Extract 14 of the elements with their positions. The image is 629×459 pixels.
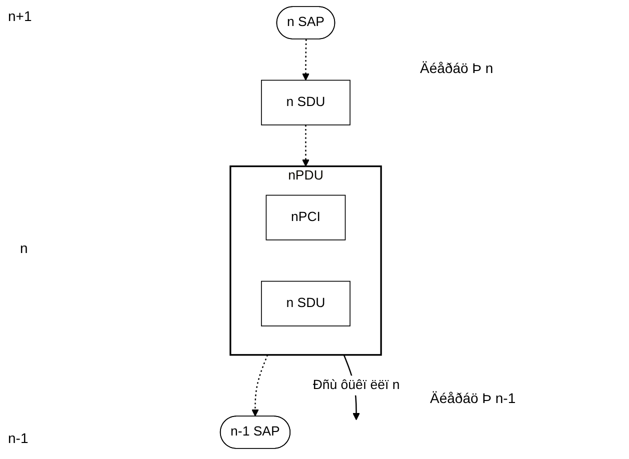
arrow <box>302 124 310 167</box>
layer-label: n <box>20 240 28 256</box>
layer-label: Äéåðáö Þ n-1 <box>430 390 516 406</box>
node-box: n SDU <box>261 80 350 126</box>
layer-label: n+1 <box>8 8 32 24</box>
layer-label: n-1 <box>8 430 28 446</box>
edge-label: Ðñù ôüêï ëëï n <box>312 378 400 392</box>
arrow <box>302 39 310 81</box>
cluster <box>230 165 382 356</box>
node-label: nPDU <box>288 168 324 183</box>
arrow <box>252 354 268 416</box>
node-box: n SDU <box>261 280 350 326</box>
layer-label: Äéåðáö Þ n <box>420 60 494 76</box>
node-box: nPCI <box>266 194 346 240</box>
